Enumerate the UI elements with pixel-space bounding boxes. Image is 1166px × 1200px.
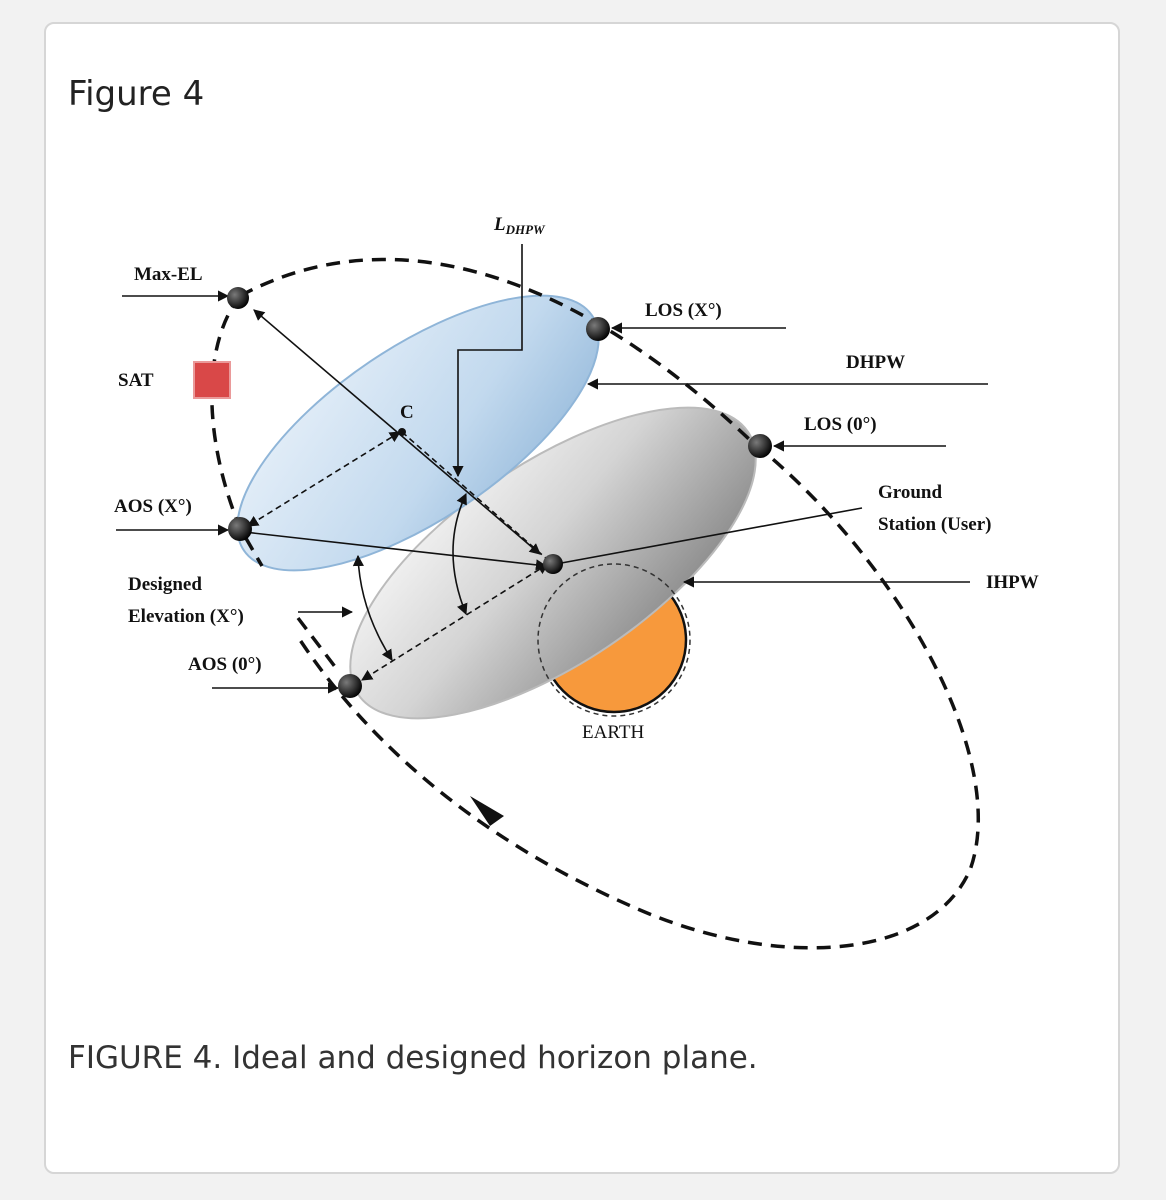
maxel-to-ground-line bbox=[253, 309, 541, 555]
orbit-dash-segment bbox=[296, 616, 338, 670]
aos-0-point bbox=[338, 674, 362, 698]
ground-station-pointer bbox=[555, 507, 863, 565]
ldhpw-leader bbox=[452, 244, 523, 478]
figure-caption: FIGURE 4. Ideal and designed horizon pla… bbox=[68, 1040, 758, 1076]
label-aos-x: AOS (X°) bbox=[114, 496, 192, 517]
figure-heading: Figure 4 bbox=[68, 74, 205, 114]
label-aos-0: AOS (0°) bbox=[188, 654, 262, 675]
label-max-el: Max-EL bbox=[134, 264, 203, 285]
label-ground-station-2: Station (User) bbox=[878, 514, 991, 535]
elevation-arc-inner bbox=[452, 492, 468, 616]
orbit-path-left bbox=[210, 294, 264, 567]
los-x-point bbox=[586, 317, 610, 341]
aos-x-point bbox=[228, 517, 252, 541]
elevation-arc-outer bbox=[352, 554, 393, 661]
label-ldhpw: LDHPW bbox=[493, 214, 546, 237]
label-ground-station-1: Ground bbox=[878, 482, 943, 503]
label-dhpw: DHPW bbox=[846, 352, 905, 373]
label-designed-elevation-2: Elevation (X°) bbox=[128, 606, 244, 627]
center-point bbox=[398, 428, 406, 436]
label-designed-elevation-1: Designed bbox=[128, 574, 202, 595]
orbit-path bbox=[239, 257, 980, 950]
ground-station-point bbox=[543, 554, 563, 574]
los-0-point bbox=[748, 434, 772, 458]
max-el-point bbox=[227, 287, 249, 309]
aosx-to-ground-line bbox=[243, 531, 548, 571]
label-sat: SAT bbox=[118, 370, 154, 391]
satellite-icon bbox=[193, 361, 231, 399]
label-los-x: LOS (X°) bbox=[645, 300, 722, 321]
label-los-0: LOS (0°) bbox=[804, 414, 877, 435]
label-earth: EARTH bbox=[582, 722, 644, 743]
ground-to-aos0-dashed bbox=[361, 563, 549, 681]
label-ihpw: IHPW bbox=[986, 572, 1039, 593]
orbit-direction-arrow bbox=[470, 796, 504, 826]
label-center-c: C bbox=[400, 402, 414, 423]
